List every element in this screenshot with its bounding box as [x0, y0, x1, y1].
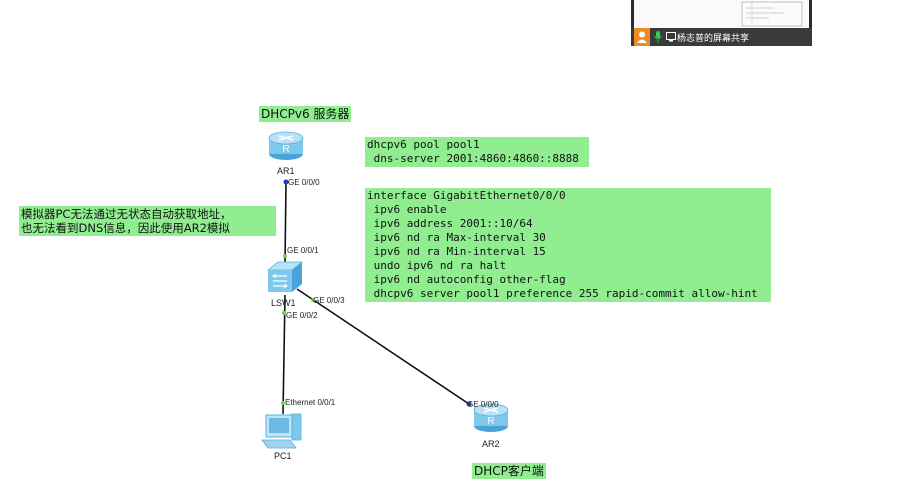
port-label-ar2-ge000: GE 0/0/0: [467, 400, 499, 409]
screen-share-label: 杨志普的屏幕共享: [677, 34, 750, 44]
link-ar1-lsw1: [284, 181, 287, 265]
port-dot-lsw1-ge002: [282, 311, 286, 315]
screen-share-bar: 杨志普的屏幕共享: [631, 28, 812, 46]
port-dot-ar2-ge000: [466, 401, 472, 407]
note-dhcp-client: DHCP客户端: [472, 463, 546, 479]
router-glyph: R: [487, 416, 494, 427]
device-label-ar2: AR2: [482, 439, 500, 449]
port-label-lsw1-ge001: GE 0/0/1: [287, 246, 319, 255]
port-label-pc1-eth: Ethernet 0/0/1: [285, 398, 336, 407]
port-label-lsw1-ge002: GE 0/0/2: [286, 311, 318, 320]
switch-lsw1-icon[interactable]: [266, 261, 304, 292]
note-pool-config: dhcpv6 pool pool1 dns-server 2001:4860:4…: [365, 137, 589, 167]
device-label-ar1: AR1: [277, 166, 295, 176]
port-dot-ar1-ge000: [283, 179, 289, 185]
pc-pc1-icon[interactable]: [261, 413, 302, 449]
screen-share-thumbnail[interactable]: 杨志普的屏幕共享: [631, 0, 812, 46]
router-ar2-icon[interactable]: R: [473, 403, 509, 432]
microphone-icon[interactable]: [653, 31, 663, 43]
user-avatar-icon: [634, 28, 650, 46]
screen-share-icon: [666, 32, 676, 42]
port-label-lsw1-ge003: GE 0/0/3: [313, 296, 345, 305]
shared-screen-preview: [634, 0, 809, 28]
port-dot-lsw1-ge003: [311, 298, 315, 302]
router-ar1-icon[interactable]: R: [268, 131, 304, 160]
note-simulator-limitation: 模拟器PC无法通过无状态自动获取地址， 也无法看到DNS信息，因此使用AR2模拟: [19, 206, 276, 236]
link-lsw1-ar2: [296, 288, 470, 405]
note-dhcp-server: DHCPv6 服务器: [259, 106, 352, 122]
router-glyph: R: [282, 144, 289, 155]
device-label-lsw1: LSW1: [271, 298, 296, 308]
device-label-pc1: PC1: [274, 451, 292, 461]
note-interface-config: interface GigabitEthernet0/0/0 ipv6 enab…: [365, 188, 771, 302]
port-dot-lsw1-ge001: [283, 254, 287, 258]
port-dot-pc1-eth: [281, 401, 285, 405]
port-label-ar1-ge000: GE 0/0/0: [288, 178, 320, 187]
